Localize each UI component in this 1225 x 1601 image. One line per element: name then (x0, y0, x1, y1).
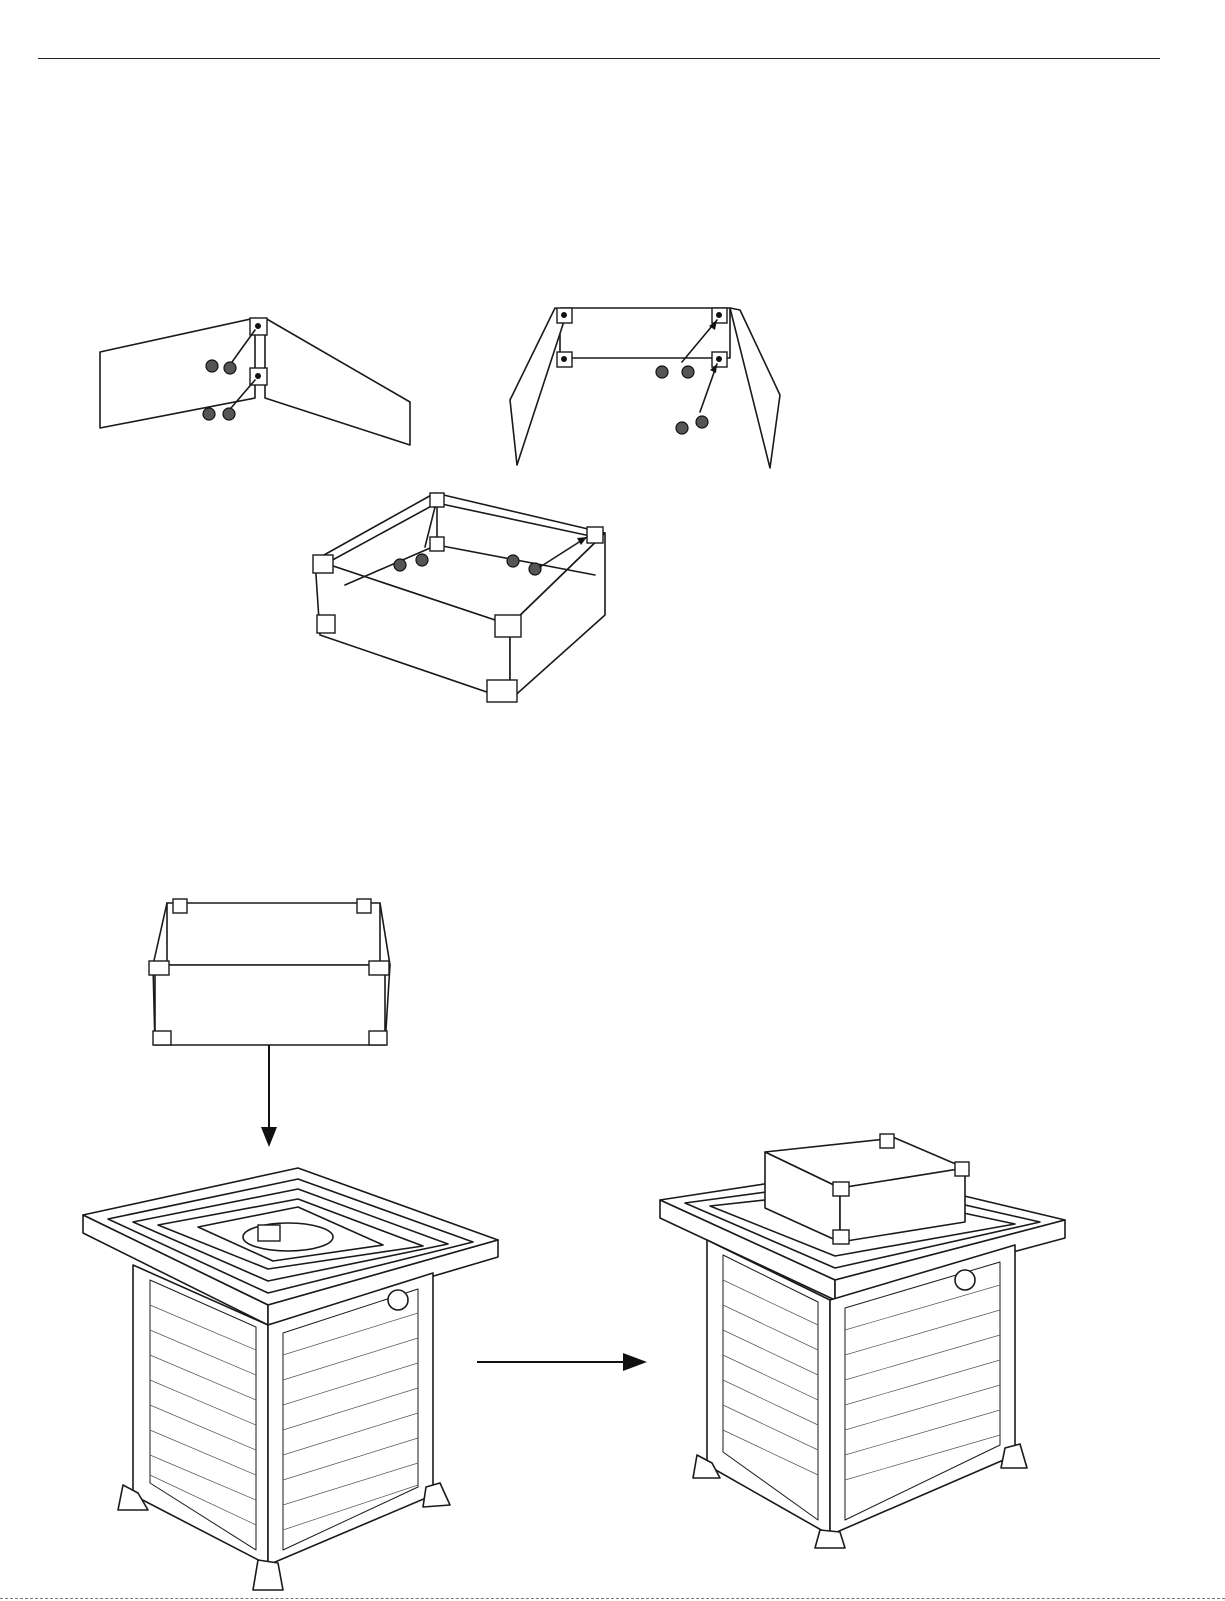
right-leg (423, 1483, 450, 1507)
right-glass-panel (265, 318, 410, 445)
final-igniter-knob (955, 1270, 975, 1290)
nut-2 (224, 362, 236, 374)
fire-pit-with-wind-guard-figure (655, 1130, 1075, 1550)
nut-1 (206, 360, 218, 372)
right-arrow (475, 1350, 655, 1374)
two-panel-assembly-figure (95, 310, 425, 450)
three-panel-assembly-figure (505, 300, 795, 475)
back-glass-panel (560, 308, 730, 358)
header-rule (38, 58, 1160, 59)
front-cabinet-panel (268, 1273, 433, 1565)
front-leg (253, 1560, 283, 1590)
left-side-panel (510, 308, 567, 465)
igniter-knob (388, 1290, 408, 1310)
assembled-wind-guard-figure (305, 485, 625, 705)
footer-rule (0, 1598, 1225, 1599)
nut-4 (223, 408, 235, 420)
right-side-panel (730, 308, 780, 468)
burner-igniter (258, 1225, 280, 1241)
wind-guard-lowering-figure (145, 895, 405, 1155)
fire-pit-table-figure (78, 1165, 503, 1595)
nut-3 (203, 408, 215, 420)
